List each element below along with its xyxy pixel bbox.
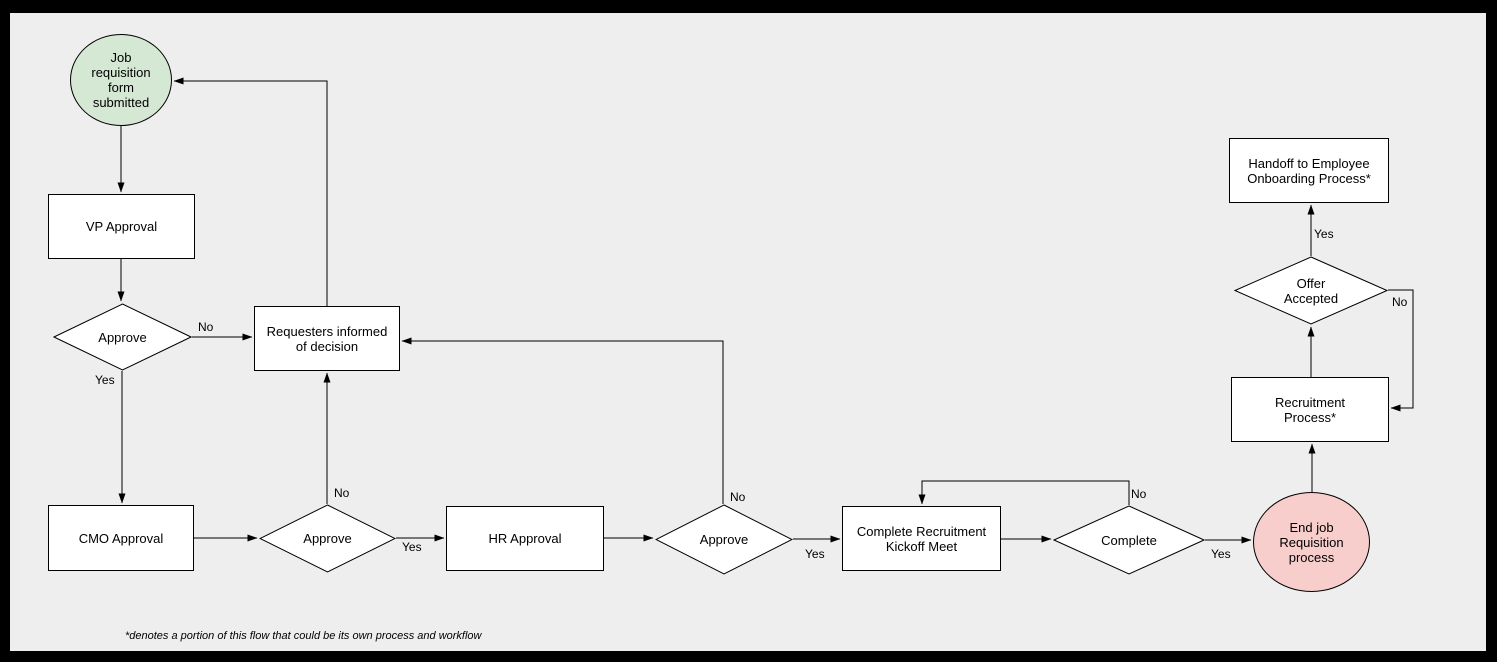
edge-label-hr-yes: Yes: [805, 547, 825, 561]
edge-label-vp-yes: Yes: [95, 373, 115, 387]
edge-label-complete-no: No: [1131, 487, 1147, 501]
recruitment-process-label: Recruitment Process*: [1274, 394, 1346, 425]
handoff-node: Handoff to Employee Onboarding Process*: [1229, 138, 1389, 203]
approve-hr-label: Approve: [699, 532, 749, 547]
hr-approval-label: HR Approval: [488, 531, 562, 546]
edge-label-hr-no: No: [730, 490, 746, 504]
edge-label-offer-yes: Yes: [1314, 227, 1334, 241]
handoff-label: Handoff to Employee Onboarding Process*: [1247, 155, 1371, 186]
kickoff-meet-node: Complete Recruitment Kickoff Meet: [842, 506, 1001, 571]
offer-accepted-label: Offer Accepted: [1283, 275, 1339, 306]
cmo-approval-node: CMO Approval: [48, 505, 194, 571]
diamond-shape: [1234, 256, 1388, 325]
approve-vp-decision: Approve: [53, 303, 192, 371]
offer-accepted-decision: Offer Accepted: [1234, 256, 1388, 325]
requesters-informed-node: Requesters informed of decision: [254, 306, 400, 371]
edge-label-cmo-no: No: [334, 486, 350, 500]
requesters-informed-label: Requesters informed of decision: [266, 323, 388, 354]
complete-decision: Complete: [1053, 505, 1205, 575]
edge-label-complete-yes: Yes: [1211, 547, 1231, 561]
footnote: *denotes a portion of this flow that cou…: [125, 630, 482, 642]
edge-label-offer-no: No: [1392, 295, 1408, 309]
end-node-label: End job Requisition process: [1279, 519, 1344, 565]
diamond-shape: [655, 504, 793, 575]
edge-label-vp-no: No: [198, 320, 214, 334]
approve-cmo-label: Approve: [303, 531, 352, 546]
vp-approval-node: VP Approval: [48, 194, 195, 259]
start-node-label: Job requisition form submitted: [91, 50, 151, 110]
diamond-shape: [1053, 505, 1205, 575]
end-node: End job Requisition process: [1253, 492, 1370, 592]
complete-label: Complete: [1101, 532, 1157, 548]
approve-cmo-decision: Approve: [259, 504, 396, 573]
kickoff-meet-label: Complete Recruitment Kickoff Meet: [856, 523, 987, 554]
approve-hr-decision: Approve: [655, 504, 793, 575]
hr-approval-node: HR Approval: [446, 506, 604, 571]
diamond-shape: [259, 504, 396, 573]
diamond-shape: [53, 303, 192, 371]
vp-approval-label: VP Approval: [85, 219, 158, 234]
recruitment-process-node: Recruitment Process*: [1231, 377, 1389, 442]
edge-label-cmo-yes: Yes: [402, 540, 422, 554]
cmo-approval-label: CMO Approval: [78, 530, 164, 546]
start-node: Job requisition form submitted: [70, 34, 172, 126]
approve-vp-label: Approve: [98, 329, 147, 345]
